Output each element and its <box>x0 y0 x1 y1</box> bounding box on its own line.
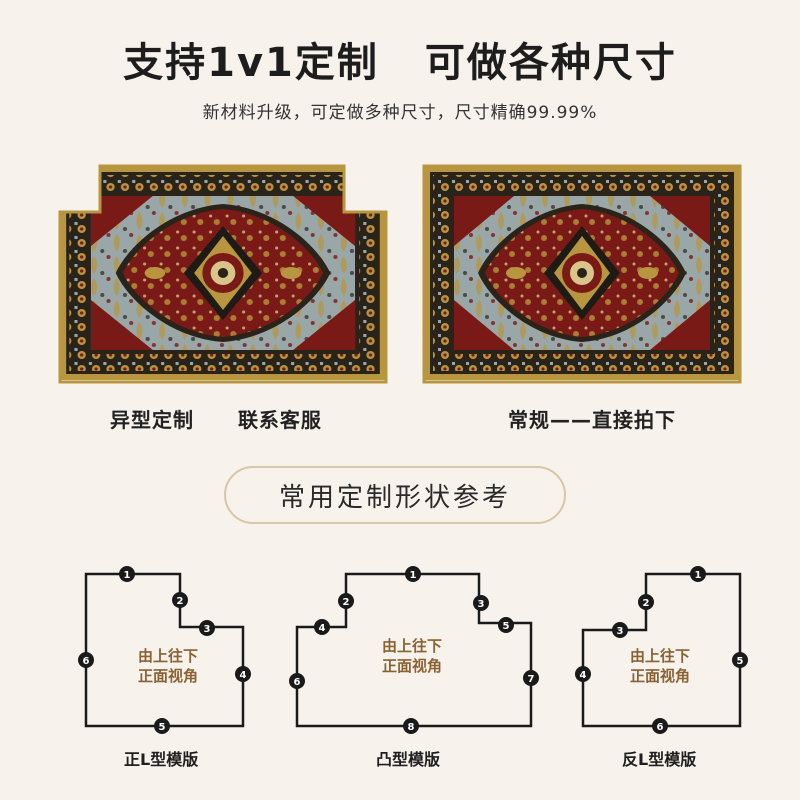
svg-text:6: 6 <box>83 656 90 667</box>
caption-custom-shape-label: 异型定制 <box>110 408 194 432</box>
shape-reverse-l-label: 反L型模版 <box>622 750 697 769</box>
viewpoint-line-2: 正面视角 <box>137 667 198 685</box>
svg-text:6: 6 <box>657 722 664 733</box>
svg-text:5: 5 <box>159 722 166 733</box>
svg-text:2: 2 <box>177 596 184 607</box>
marker-2: 2 <box>172 592 188 608</box>
page-title: 支持1v1定制可做各种尺寸 <box>0 30 800 88</box>
viewpoint-line-1: 由上往下 <box>137 647 198 665</box>
marker-6: 6 <box>78 652 94 668</box>
svg-text:4: 4 <box>319 623 326 634</box>
viewpoint-line-2: 正面视角 <box>381 657 442 675</box>
marker-6: 6 <box>652 718 668 734</box>
shape-l-label: 正L型模版 <box>124 750 199 769</box>
marker-4: 4 <box>575 666 591 682</box>
shape-reverse-l-viewpoint: 由上往下 正面视角 <box>610 646 710 686</box>
svg-text:5: 5 <box>503 621 510 632</box>
marker-7: 7 <box>523 670 539 686</box>
shape-l-viewpoint: 由上往下 正面视角 <box>118 646 218 686</box>
marker-6: 6 <box>289 673 305 689</box>
page-subtitle: 新材料升级，可定做多种尺寸，尺寸精确99.99% <box>202 103 598 123</box>
marker-1: 1 <box>405 566 421 582</box>
shape-convex-viewpoint: 由上往下 正面视角 <box>362 636 462 676</box>
shape-reverse-l-outline <box>581 572 742 728</box>
svg-text:7: 7 <box>528 674 535 685</box>
custom-shape-rug <box>60 166 386 380</box>
svg-text:4: 4 <box>580 670 587 681</box>
svg-text:8: 8 <box>408 722 415 733</box>
marker-2: 2 <box>638 594 654 610</box>
title-right: 可做各种尺寸 <box>424 40 677 86</box>
shape-convex-label: 凸型模版 <box>376 750 441 769</box>
marker-3: 3 <box>612 622 628 638</box>
contact-support-label[interactable]: 联系客服 <box>237 408 322 432</box>
svg-text:2: 2 <box>343 597 350 608</box>
marker-5: 5 <box>732 652 748 668</box>
shape-diagrams: 1 2 3 4 5 6 1 2 3 4 5 6 7 8 1 2 3 4 5 6 <box>78 566 748 734</box>
svg-text:1: 1 <box>124 570 131 581</box>
caption-standard: 常规——直接拍下 <box>508 408 676 432</box>
svg-text:6: 6 <box>294 677 301 688</box>
marker-5: 5 <box>154 718 170 734</box>
rug-images <box>58 164 742 384</box>
svg-text:3: 3 <box>478 599 485 610</box>
svg-text:2: 2 <box>643 598 650 609</box>
marker-3: 3 <box>473 595 489 611</box>
viewpoint-line-2: 正面视角 <box>629 667 690 685</box>
marker-4: 4 <box>235 666 251 682</box>
svg-text:3: 3 <box>204 624 211 635</box>
standard-rug <box>422 164 742 384</box>
svg-text:1: 1 <box>410 570 417 581</box>
svg-text:1: 1 <box>695 570 702 581</box>
marker-8: 8 <box>403 718 419 734</box>
marker-5: 5 <box>498 617 514 633</box>
marker-3: 3 <box>199 620 215 636</box>
viewpoint-line-1: 由上往下 <box>381 637 442 655</box>
marker-1: 1 <box>119 566 135 582</box>
viewpoint-line-1: 由上往下 <box>629 647 690 665</box>
shape-reference-pill: 常用定制形状参考 <box>224 466 566 524</box>
shape-l-outline <box>84 572 245 728</box>
caption-custom-shape: 异型定制 联系客服 <box>110 404 322 433</box>
title-left: 支持1v1定制 <box>123 40 379 86</box>
marker-1: 1 <box>690 566 706 582</box>
svg-text:4: 4 <box>240 670 247 681</box>
svg-text:5: 5 <box>737 656 744 667</box>
marker-2: 2 <box>338 593 354 609</box>
marker-4: 4 <box>314 619 330 635</box>
svg-text:3: 3 <box>617 626 624 637</box>
